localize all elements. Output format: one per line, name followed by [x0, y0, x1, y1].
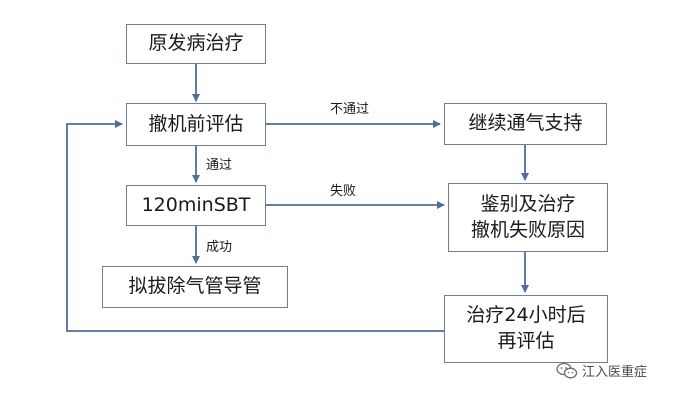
arrow-reeval-loop-to-eval: [66, 120, 444, 332]
node-reevaluate-line2: 再评估: [497, 330, 555, 352]
node-identify-treat-line2: 撤机失败原因: [470, 218, 585, 241]
node-sbt-label: 120minSBT: [141, 193, 251, 216]
edge-label-passed: 通过: [206, 158, 233, 173]
wechat-bubbles-icon: [556, 362, 578, 378]
node-reevaluate: 治疗24小时后 再评估: [444, 295, 608, 363]
node-identify-treat-failure: 鉴别及治疗 撤机失败原因: [448, 183, 608, 252]
node-sbt: 120minSBT: [126, 185, 266, 226]
node-plan-extubation-label: 拟拔除气管导管: [128, 275, 262, 298]
edge-label-not-passed: 不通过: [330, 102, 370, 117]
node-reevaluate-line1: 治疗24小时后: [466, 304, 586, 327]
node-identify-treat-line1: 鉴别及治疗: [480, 192, 576, 215]
watermark: 江入医重症: [556, 361, 647, 380]
edge-label-success: 成功: [206, 240, 233, 255]
node-continue-ventilation: 继续通气支持: [444, 103, 607, 145]
node-plan-extubation: 拟拔除气管导管: [102, 266, 288, 308]
node-primary-treatment-label: 原发病治疗: [148, 32, 244, 55]
node-pre-weaning-eval-label: 撤机前评估: [148, 112, 244, 135]
watermark-text: 江入医重症: [582, 365, 648, 380]
node-primary-treatment: 原发病治疗: [126, 24, 266, 64]
node-pre-weaning-eval: 撤机前评估: [126, 103, 266, 146]
edge-label-failed: 失败: [330, 184, 357, 199]
node-continue-ventilation-label: 继续通气支持: [468, 112, 583, 135]
